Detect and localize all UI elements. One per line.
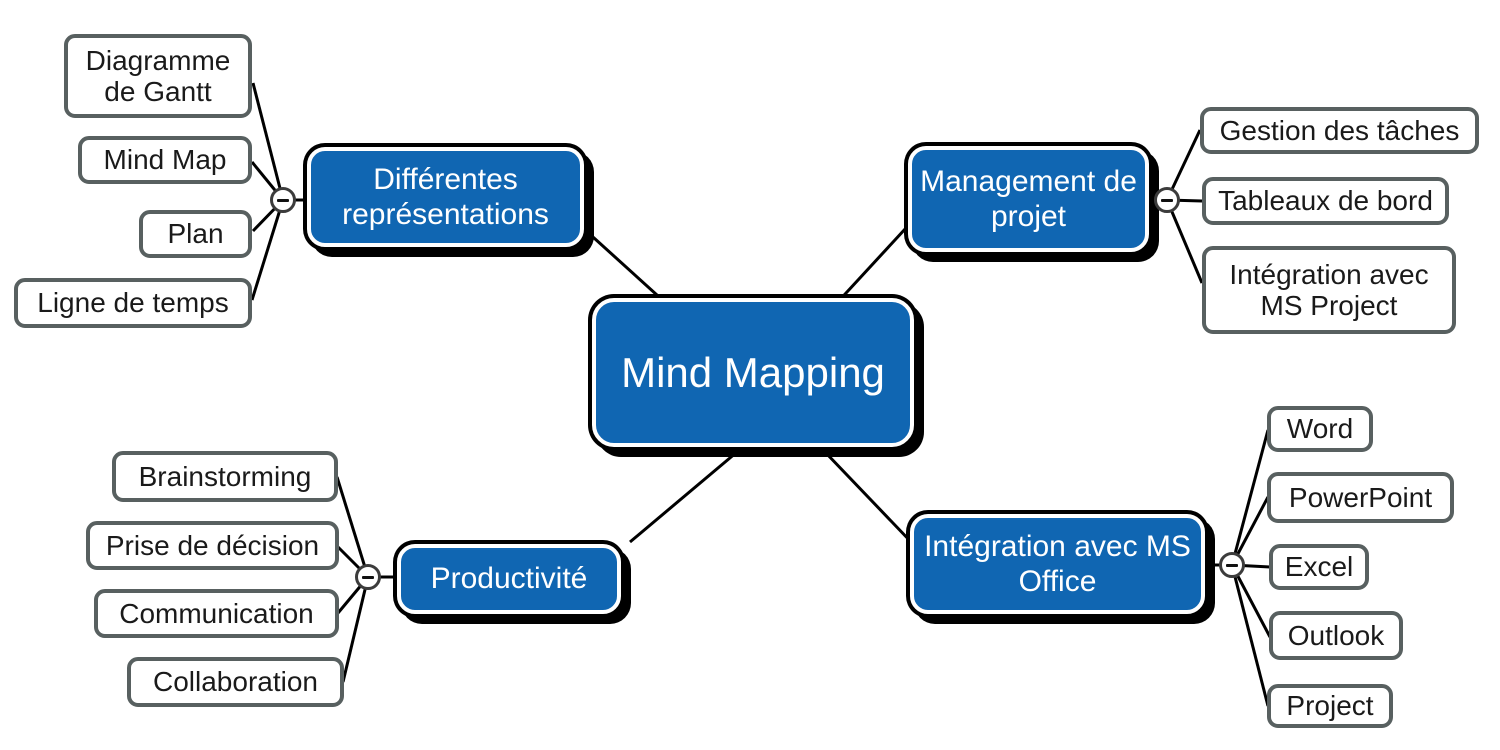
leaf-mind-map[interactable]: Mind Map: [78, 136, 252, 184]
branch-integration-ms-office[interactable]: Intégration avec MS Office: [910, 514, 1205, 614]
leaf-label: Plan: [167, 218, 224, 250]
leaf-diagramme-de-gantt[interactable]: Diagramme de Gantt: [64, 34, 252, 118]
minus-icon: [1226, 563, 1238, 567]
leaf-label: Word: [1286, 413, 1354, 445]
leaf-communication[interactable]: Communication: [94, 589, 339, 638]
connector-line: [1230, 564, 1272, 638]
collapse-minus-icon[interactable]: [270, 187, 296, 213]
leaf-collaboration[interactable]: Collaboration: [127, 657, 344, 707]
connector-line: [335, 476, 370, 578]
branch-label: Intégration avec MS Office: [924, 529, 1191, 598]
branch-label: Différentes représentations: [342, 162, 549, 231]
leaf-gestion-des-taches[interactable]: Gestion des tâches: [1200, 107, 1479, 154]
connector-line: [1230, 429, 1270, 566]
leaf-excel[interactable]: Excel: [1269, 544, 1369, 590]
leaf-label: Communication: [119, 597, 314, 629]
leaf-label: Excel: [1284, 551, 1354, 583]
leaf-powerpoint[interactable]: PowerPoint: [1267, 472, 1454, 523]
branch-label: Management de projet: [920, 164, 1137, 233]
connector-line: [581, 226, 670, 307]
leaf-label: Prise de décision: [105, 529, 320, 561]
leaf-label: Brainstorming: [138, 460, 312, 492]
leaf-label: Diagramme de Gantt: [85, 44, 231, 107]
connector-line: [341, 576, 370, 683]
connector-line: [1230, 564, 1270, 707]
collapse-minus-icon[interactable]: [1154, 187, 1180, 213]
leaf-label: Ligne de temps: [37, 287, 229, 319]
leaf-tableaux-de-bord[interactable]: Tableaux de bord: [1202, 177, 1449, 225]
leaf-ligne-de-temps[interactable]: Ligne de temps: [14, 278, 252, 328]
minus-icon: [362, 575, 374, 579]
central-topic-label: Mind Mapping: [621, 348, 885, 396]
collapse-minus-icon[interactable]: [355, 564, 381, 590]
leaf-project[interactable]: Project: [1267, 684, 1393, 728]
connector-line: [833, 226, 908, 307]
minus-icon: [1161, 198, 1173, 202]
branch-differentes-representations[interactable]: Différentes représentations: [307, 147, 584, 247]
connector-line: [629, 450, 738, 544]
leaf-label: Project: [1286, 690, 1374, 722]
leaf-label: Intégration avec MS Project: [1229, 258, 1429, 321]
leaf-label: Mind Map: [103, 144, 227, 176]
minus-icon: [277, 198, 289, 202]
leaf-brainstorming[interactable]: Brainstorming: [112, 451, 338, 502]
leaf-plan[interactable]: Plan: [139, 210, 252, 258]
branch-label: Productivité: [430, 562, 588, 596]
connector-line: [823, 450, 916, 547]
leaf-label: Gestion des tâches: [1219, 114, 1460, 146]
leaf-word[interactable]: Word: [1267, 406, 1373, 452]
central-topic[interactable]: Mind Mapping: [592, 298, 914, 447]
connector-line: [251, 82, 285, 201]
leaf-label: Collaboration: [153, 666, 318, 698]
leaf-outlook[interactable]: Outlook: [1269, 611, 1403, 660]
branch-management-de-projet[interactable]: Management de projet: [908, 146, 1149, 252]
connector-line: [1165, 199, 1204, 284]
leaf-label: Tableaux de bord: [1218, 185, 1433, 217]
leaf-label: PowerPoint: [1288, 481, 1433, 513]
leaf-label: Outlook: [1287, 619, 1385, 651]
leaf-integration-avec-ms-project[interactable]: Intégration avec MS Project: [1202, 246, 1456, 334]
leaf-prise-de-decision[interactable]: Prise de décision: [86, 521, 339, 570]
connector-line: [250, 199, 285, 301]
branch-productivite[interactable]: Productivité: [397, 544, 621, 614]
collapse-minus-icon[interactable]: [1219, 552, 1245, 578]
